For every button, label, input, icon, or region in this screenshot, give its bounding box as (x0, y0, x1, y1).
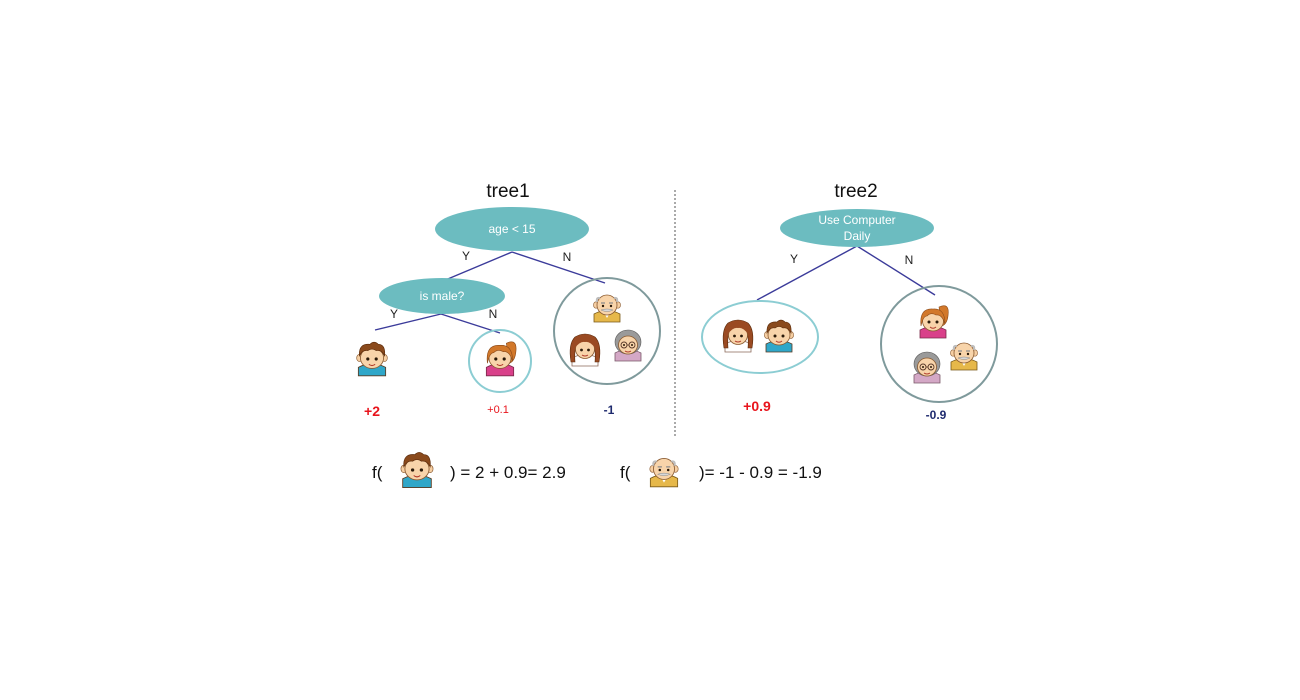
tree2-leaf2-score: -0.9 (926, 408, 947, 422)
tree1-leaf3-score: -1 (604, 403, 615, 417)
tree1-title: tree1 (486, 181, 529, 202)
boy-icon (356, 341, 388, 377)
boy-icon (763, 319, 795, 353)
tree1-root-node (435, 207, 589, 251)
tree2-leaf1-score: +0.9 (743, 398, 771, 414)
tree1-leaf2-score: +0.1 (487, 404, 509, 416)
tree1-child-node (379, 278, 505, 314)
tree2: tree2 Use Computer Daily Y N +0.9 -0.9 (701, 181, 998, 422)
tree2-title: tree2 (834, 181, 877, 202)
tree2-root-no-edge (856, 245, 936, 296)
tree1-root-yes-edge (442, 251, 513, 282)
tree2-root-no-label: N (905, 253, 914, 267)
tree1-child-no-edge (440, 313, 501, 334)
tree1: tree1 age < 15 Y N is male? Y N +2 +0.1 … (356, 181, 661, 419)
tree1-root-no-label: N (563, 250, 572, 264)
mother-icon (569, 333, 601, 367)
tree2-leaf-left-ring (701, 300, 819, 374)
tree2-root-label-line2: Daily (844, 229, 871, 243)
formula2-prefix: f( (620, 463, 631, 482)
tree1-leaf-girl-ring (468, 329, 532, 393)
grandpa-icon (648, 457, 680, 488)
mother-icon (722, 319, 754, 353)
girl-icon (485, 341, 517, 377)
tree2-root-yes-edge (756, 245, 858, 301)
tree1-leaf-group-ring (553, 277, 661, 385)
tree1-root-yes-label: Y (462, 249, 470, 263)
tree1-child-no-label: N (489, 307, 498, 321)
grandma-icon (614, 329, 642, 362)
grandpa-icon (592, 294, 622, 323)
girl-icon (919, 305, 949, 339)
tree1-root-no-edge (511, 251, 606, 284)
tree1-child-label: is male? (420, 289, 465, 303)
formula2-result: )= -1 - 0.9 = -1.9 (699, 463, 822, 482)
tree2-root-node (780, 209, 934, 247)
tree2-root-label-line1: Use Computer (818, 213, 895, 227)
tree1-leaf1-score: +2 (364, 403, 380, 419)
tree1-root-label: age < 15 (488, 222, 535, 236)
tree2-root-yes-label: Y (790, 252, 798, 266)
formula1-result: ) = 2 + 0.9= 2.9 (450, 463, 566, 482)
tree1-child-yes-edge (374, 313, 442, 331)
formula1-prefix: f( (372, 463, 383, 482)
boy-icon (400, 451, 434, 489)
prediction-formulas: f( ) = 2 + 0.9= 2.9 f( )= -1 - 0.9 = -1.… (372, 451, 822, 489)
tree2-leaf-right-ring (880, 285, 998, 403)
grandpa-icon (949, 342, 979, 371)
grandma-icon (913, 351, 941, 384)
tree1-child-yes-label: Y (390, 307, 398, 321)
